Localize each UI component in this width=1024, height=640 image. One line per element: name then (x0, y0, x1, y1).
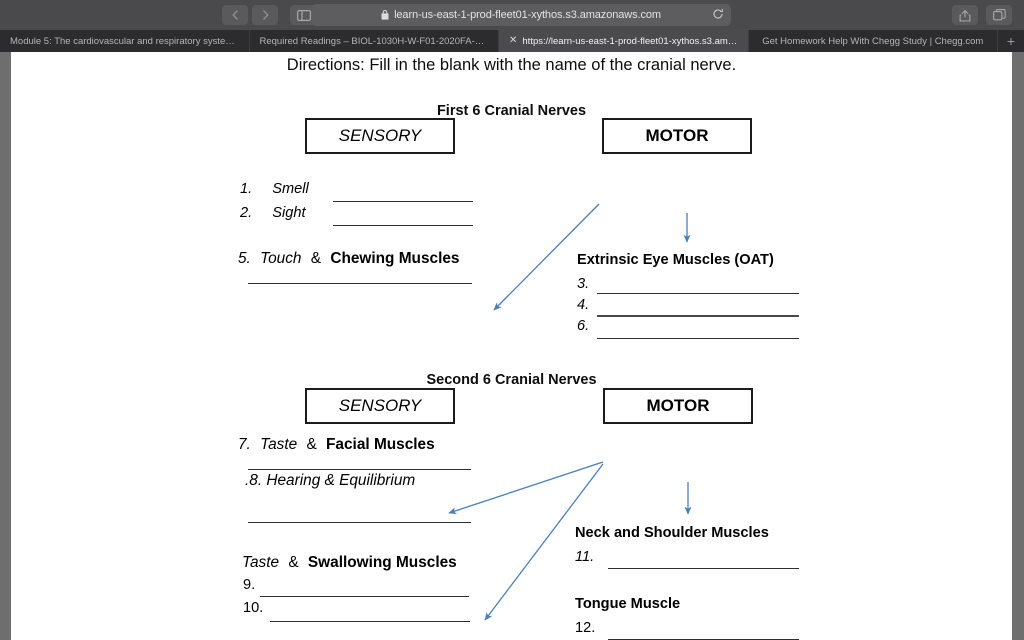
share-icon (959, 9, 971, 22)
item-10: 10. (243, 600, 264, 616)
item-italic-text: Taste (242, 554, 280, 571)
blank-line-11[interactable] (608, 568, 799, 569)
browser-tab-2[interactable]: Required Readings – BIOL-1030H-W-F01-202… (250, 30, 499, 52)
directions-text: Directions: Fill in the blank with the n… (286, 56, 737, 74)
tab-title: Required Readings – BIOL-1030H-W-F01-202… (259, 35, 489, 47)
lock-glyph (381, 10, 389, 20)
browser-tab-1[interactable]: Module 5: The cardiovascular and respira… (0, 30, 250, 52)
item-italic-text: Touch (260, 250, 302, 267)
worksheet-content: Directions: Fill in the blank with the n… (11, 52, 1012, 640)
neck-shoulder-heading: Neck and Shoulder Muscles (575, 525, 769, 541)
item-7: 7. Taste & Facial Muscles (238, 436, 435, 454)
tab-strip: Module 5: The cardiovascular and respira… (0, 30, 1024, 52)
sensory-item-1: 1. Smell (240, 181, 309, 197)
tabs-overview-icon (992, 9, 1006, 21)
toolbar-right-buttons (952, 5, 1012, 25)
motor-box-section-one: MOTOR (602, 118, 752, 154)
tab-title: Module 5: The cardiovascular and respira… (10, 35, 239, 47)
item-8: .8. Hearing & Equilibrium (245, 472, 416, 489)
address-bar[interactable]: learn-us-east-1-prod-fleet01-xythos.s3.a… (311, 4, 731, 26)
arrow-motor2-to-facial (448, 461, 604, 515)
browser-chrome: learn-us-east-1-prod-fleet01-xythos.s3.a… (0, 0, 1024, 52)
blank-line-1[interactable] (333, 201, 473, 202)
blank-line-8[interactable] (248, 522, 471, 523)
item-taste-swallowing: Taste & Swallowing Muscles (242, 554, 457, 572)
motor-item-4: 4. (577, 297, 590, 313)
browser-toolbar: learn-us-east-1-prod-fleet01-xythos.s3.a… (0, 0, 1024, 30)
blank-line-10[interactable] (270, 621, 470, 622)
item-11: 11. (575, 549, 595, 565)
item-number: 7. (238, 436, 251, 453)
arrow-layer (448, 203, 692, 621)
tab-title: https://learn-us-east-1-prod-fleet01-xyt… (522, 35, 738, 47)
sidebar-toggle-icon (297, 9, 311, 21)
item-ampersand: & (306, 436, 317, 453)
sensory-item-5: 5. Touch & Chewing Muscles (238, 250, 459, 268)
lock-icon (381, 10, 389, 20)
item-label: Smell (272, 181, 309, 197)
section-one-title: First 6 Cranial Nerves (436, 103, 587, 119)
browser-tab-3-active[interactable]: ✕ https://learn-us-east-1-prod-fleet01-x… (499, 30, 749, 52)
tabs-overview-button[interactable] (986, 5, 1012, 25)
item-ampersand: & (288, 554, 299, 571)
blank-line-5[interactable] (248, 283, 472, 284)
motor-item-6: 6. (577, 318, 590, 334)
sensory-box-section-one: SENSORY (305, 118, 455, 154)
share-button[interactable] (952, 5, 978, 25)
browser-tab-4[interactable]: Get Homework Help With Chegg Study | Che… (749, 30, 998, 52)
blank-line-4[interactable] (597, 315, 799, 317)
document-page: Directions: Fill in the blank with the n… (11, 52, 1012, 640)
item-italic-text: Taste (260, 436, 298, 453)
blank-line-6[interactable] (597, 338, 799, 339)
item-ampersand: & (310, 250, 322, 267)
motor-box-section-two: MOTOR (603, 388, 753, 424)
item-number: 5. (238, 250, 251, 267)
tongue-heading: Tongue Muscle (575, 596, 681, 612)
item-9: 9. (243, 577, 256, 593)
blank-line-9[interactable] (260, 596, 469, 597)
new-tab-button[interactable]: + (1006, 33, 1016, 49)
blank-line-2[interactable] (333, 225, 473, 226)
motor-heading-section-one: Extrinsic Eye Muscles (OAT) (577, 252, 774, 268)
section-two-title: Second 6 Cranial Nerves (426, 372, 597, 388)
page-viewport: Directions: Fill in the blank with the n… (0, 52, 1024, 640)
chevron-right-icon (262, 10, 269, 20)
url-text: learn-us-east-1-prod-fleet01-xythos.s3.a… (394, 9, 661, 21)
item-12: 12. (575, 620, 596, 636)
item-bold-text: Facial Muscles (326, 436, 435, 453)
item-number: 1. (240, 181, 253, 197)
chevron-left-icon (231, 10, 238, 20)
reload-icon (713, 9, 723, 19)
sensory-item-2: 2. Sight (240, 205, 306, 221)
item-label: Sight (272, 205, 306, 221)
reload-button[interactable] (712, 8, 724, 20)
navigation-buttons (222, 5, 278, 25)
forward-button[interactable] (252, 5, 278, 25)
motor-item-3: 3. (577, 276, 590, 292)
sensory-box-section-two: SENSORY (305, 388, 455, 424)
item-number: 2. (240, 205, 253, 221)
back-button[interactable] (222, 5, 248, 25)
blank-line-7[interactable] (248, 469, 471, 470)
tab-title: Get Homework Help With Chegg Study | Che… (762, 35, 984, 47)
item-bold-text: Chewing Muscles (330, 250, 460, 267)
blank-line-3[interactable] (597, 293, 799, 294)
tab-close-icon[interactable]: ✕ (509, 35, 518, 46)
item-bold-text: Swallowing Muscles (307, 554, 457, 571)
